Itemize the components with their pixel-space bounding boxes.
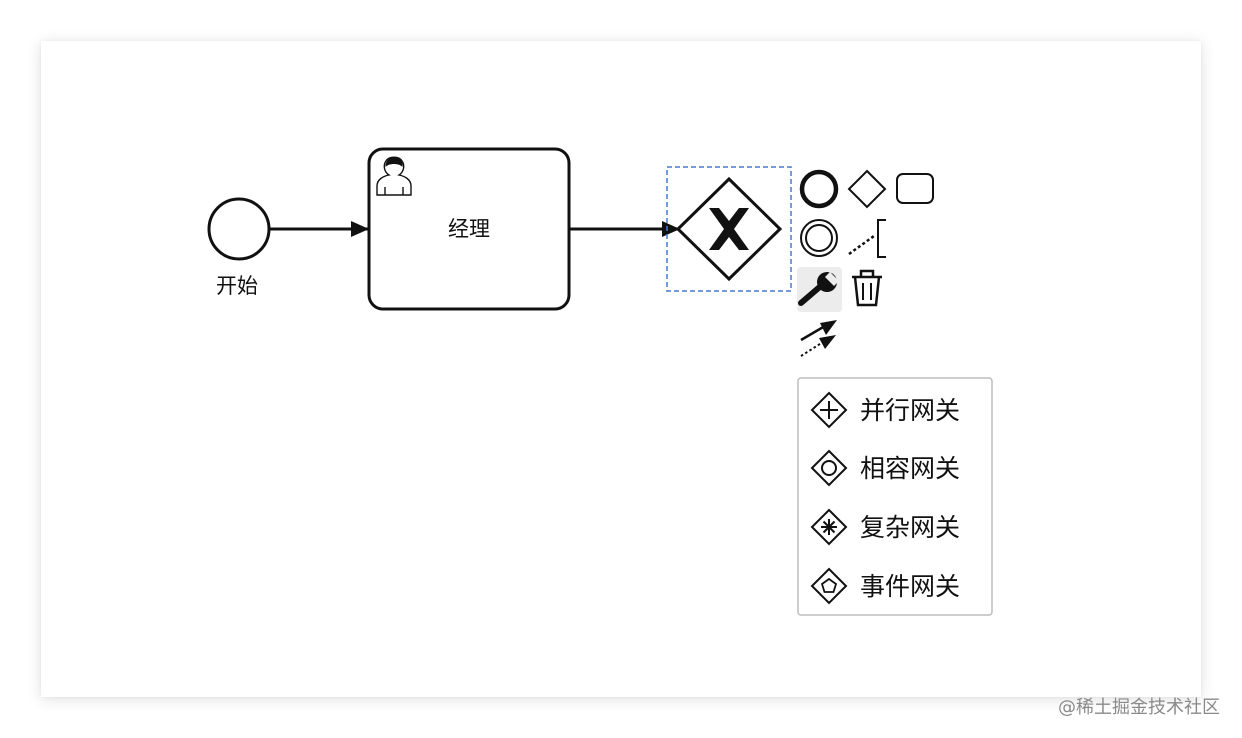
change-type-button[interactable] <box>797 267 842 312</box>
selection-outline <box>666 166 792 292</box>
text-annotation-icon <box>848 219 886 258</box>
replace-menu-item-label: 事件网关 <box>860 572 960 601</box>
user-task-label: 经理 <box>448 217 490 241</box>
replace-menu-item-parallel-gateway[interactable]: 并行网关 <box>810 391 960 429</box>
complex-gateway-icon <box>810 508 848 546</box>
append-text-annotation-button[interactable] <box>848 219 886 258</box>
append-intermediate-event-button[interactable] <box>800 219 838 257</box>
replace-menu-item-event-based-gateway[interactable]: 事件网关 <box>810 567 960 605</box>
event-based-gateway-icon <box>810 567 848 605</box>
append-gateway-button[interactable] <box>847 169 887 209</box>
trash-icon <box>852 269 882 307</box>
connect-button[interactable] <box>800 320 837 357</box>
wrench-icon <box>798 272 839 306</box>
intermediate-event-icon <box>800 219 838 257</box>
task-icon <box>896 173 934 204</box>
replace-menu: 并行网关 相容网关 复杂网关 <box>797 377 993 616</box>
context-pad <box>797 169 934 357</box>
append-end-event-button[interactable] <box>799 169 839 209</box>
watermark: @稀土掘金技术社区 <box>1058 697 1220 718</box>
parallel-gateway-icon <box>810 391 848 429</box>
append-task-button[interactable] <box>896 173 934 204</box>
user-icon <box>376 156 412 196</box>
exclusive-gateway-x-icon <box>709 208 749 250</box>
modeler-canvas[interactable] <box>41 41 1201 697</box>
replace-menu-item-label: 复杂网关 <box>860 513 960 542</box>
start-event[interactable] <box>207 197 271 261</box>
replace-menu-item-complex-gateway[interactable]: 复杂网关 <box>810 508 960 546</box>
exclusive-gateway[interactable] <box>666 166 792 292</box>
inclusive-gateway-icon <box>810 449 848 487</box>
delete-button[interactable] <box>852 269 882 307</box>
gateway-icon <box>847 169 887 209</box>
replace-menu-item-inclusive-gateway[interactable]: 相容网关 <box>810 449 960 487</box>
connect-icon <box>800 320 837 357</box>
user-task[interactable]: 经理 <box>367 147 571 311</box>
end-event-icon <box>799 169 839 209</box>
replace-menu-item-label: 相容网关 <box>860 454 960 483</box>
replace-menu-item-label: 并行网关 <box>860 396 960 425</box>
start-event-circle-icon <box>207 197 271 261</box>
start-event-label: 开始 <box>216 274 258 298</box>
